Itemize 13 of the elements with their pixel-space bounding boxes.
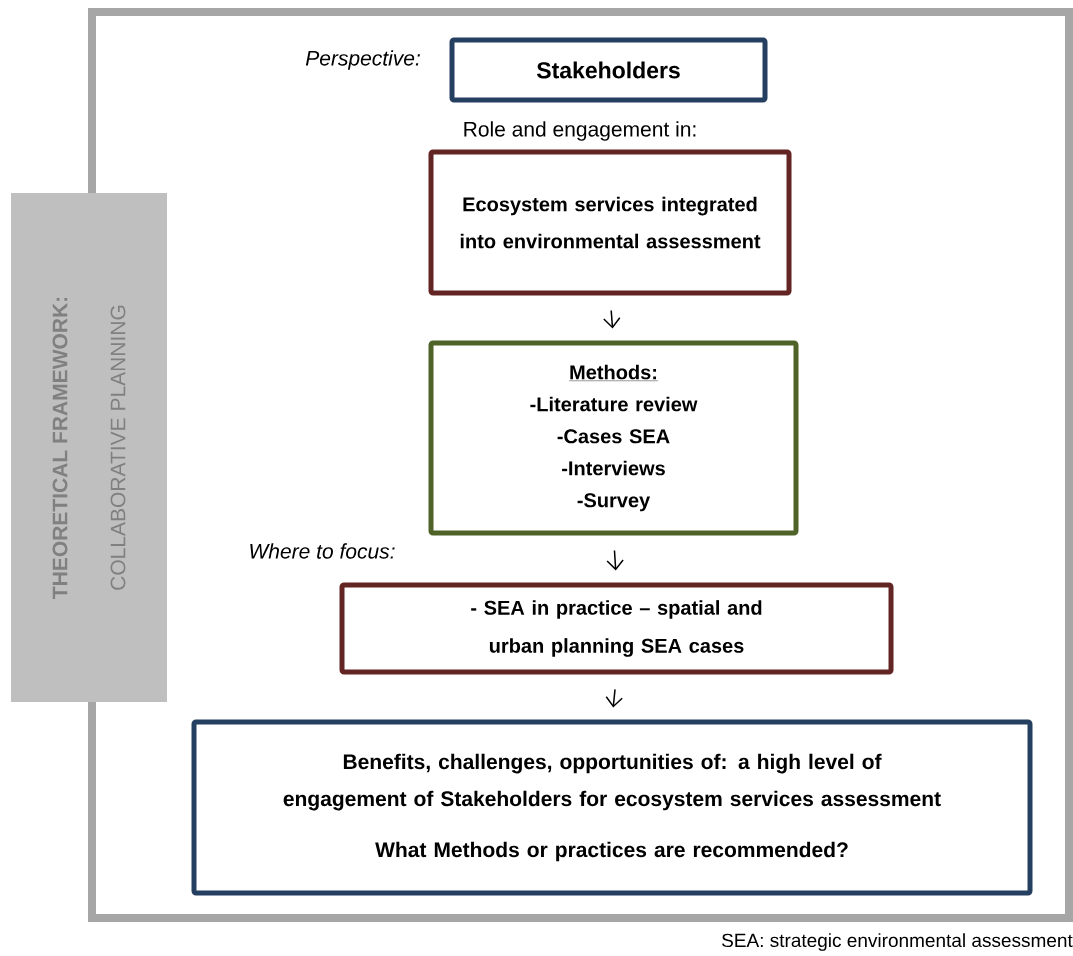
arrow — [605, 688, 623, 708]
annotation: Perspective: — [305, 50, 420, 70]
footnote: SEA: strategic environmental assessment — [722, 933, 1073, 951]
annotation: Where to focus: — [250, 543, 395, 559]
annotation: Role and engagement in: — [464, 121, 696, 141]
heading-box: Stakeholders — [449, 37, 768, 103]
arrow — [606, 549, 624, 571]
step-box: Ecosystem services integrated into environmental assessment — [428, 149, 792, 296]
result-box: Benefits, challenges, opportunities of: a high level of engagement of Stakeholders for ecosystem services assessment What Methods or practices are recommended? — [191, 719, 1033, 896]
side-band: THEORETICAL FRAMEWORK: COLLABORATIVE PLANNING — [11, 193, 167, 702]
arrow — [603, 309, 621, 329]
step-box: Methods: -Literature review -Cases SEA -Interviews -Survey — [428, 340, 799, 536]
step-box: - SEA in practice – spatial and urban planning SEA cases — [339, 582, 894, 675]
